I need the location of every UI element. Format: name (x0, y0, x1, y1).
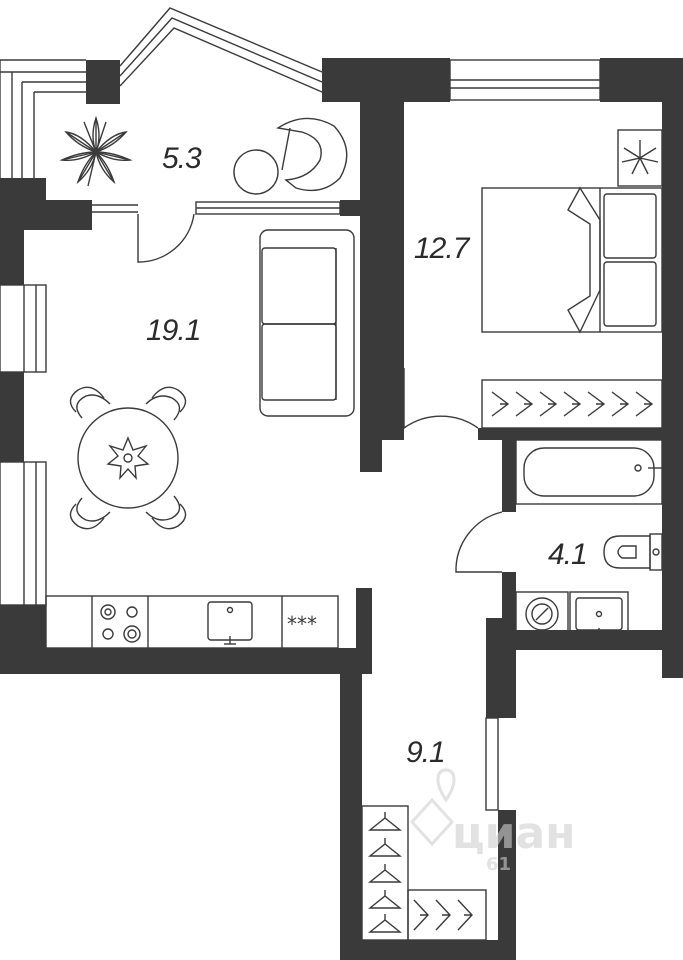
location-pin-icon (409, 768, 456, 847)
walls (0, 58, 683, 960)
armchair-icon (233, 117, 348, 195)
watermark: циан 61 (409, 768, 576, 875)
stove-icon (100, 604, 141, 643)
washing-machine-icon (515, 591, 569, 637)
bathroom-sink-icon (569, 591, 629, 637)
windows (0, 7, 601, 811)
bedroom-wardrobe-icon (481, 379, 663, 429)
plant-icon (59, 115, 133, 187)
hallway-wardrobe-icon (361, 805, 487, 941)
watermark-number: 61 (486, 854, 511, 875)
bathtub-icon (515, 439, 663, 505)
loggia-area-label: 5.3 (162, 142, 202, 175)
bed-icon (481, 186, 663, 334)
centerpiece-plant-icon (106, 436, 150, 481)
bathroom-area-label: 4.1 (548, 538, 587, 571)
living-kitchen-area-label: 19.1 (146, 314, 200, 347)
watermark-text: циан (452, 808, 576, 859)
sofa-icon (259, 229, 355, 417)
toilet-icon (603, 533, 663, 571)
bedroom-plant-icon (617, 129, 663, 187)
fridge-label: *** (287, 612, 317, 636)
bedroom-area-label: 12.7 (414, 232, 471, 265)
sink-icon (207, 601, 253, 645)
kitchen-counter: *** (45, 595, 339, 649)
dining-table-icon (69, 386, 187, 530)
hallway-area-label: 9.1 (406, 736, 445, 769)
doors (137, 213, 503, 573)
